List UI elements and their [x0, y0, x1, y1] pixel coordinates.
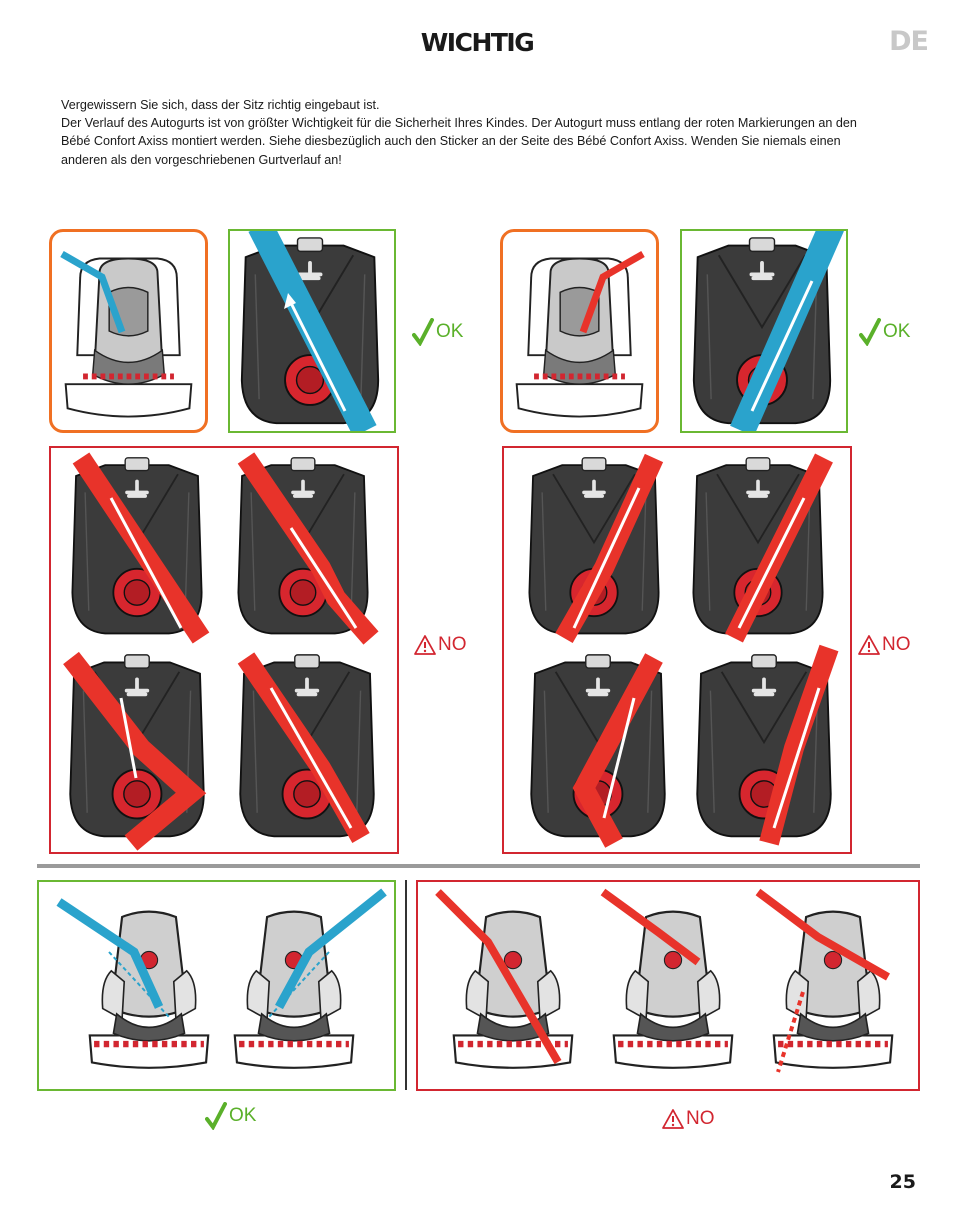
- wrong-variant-1: [70, 452, 210, 644]
- checkmark-icon: [859, 318, 881, 346]
- wrong-variant-4: [237, 652, 376, 843]
- wrong-toddler-drawings: [435, 888, 918, 1073]
- no-verdict-right: NO: [858, 634, 911, 656]
- language-tag: DE: [889, 26, 929, 57]
- installed-seat-illustration-right: [500, 229, 659, 433]
- intro-line-1: Vergewissern Sie sich, dass der Sitz ric…: [61, 98, 380, 112]
- ok-label: OK: [883, 321, 911, 342]
- wrong-belt-drawings-right: [527, 453, 839, 848]
- correct-belt-illustration-right: [680, 229, 848, 433]
- checkmark-icon: [412, 318, 434, 346]
- ok-label: OK: [436, 321, 464, 342]
- no-label: NO: [438, 634, 467, 655]
- no-label: NO: [686, 1108, 715, 1129]
- ok-label: OK: [229, 1105, 257, 1126]
- no-verdict-bottom: NO: [662, 1108, 715, 1130]
- warning-triangle-icon: [662, 1109, 684, 1129]
- ok-verdict-bottom: OK: [205, 1102, 256, 1130]
- correct-toddler-panel: [37, 880, 396, 1091]
- wrong-variant-8: [695, 644, 839, 846]
- no-label: NO: [882, 634, 911, 655]
- wrong-variant-6: [691, 453, 833, 643]
- bottom-separator: [405, 880, 407, 1090]
- wrong-variant-5: [527, 453, 664, 643]
- wrong-variant-7: [529, 653, 667, 848]
- warning-triangle-icon: [858, 635, 880, 655]
- page-number: 25: [889, 1171, 916, 1193]
- checkmark-icon: [205, 1102, 227, 1130]
- ok-verdict-left: OK: [412, 318, 463, 346]
- wrong-belt-panel-right: [502, 446, 852, 854]
- intro-text: Vergewissern Sie sich, dass der Sitz ric…: [61, 96, 871, 169]
- correct-belt-drawing: [239, 231, 381, 431]
- ok-verdict-right: OK: [859, 318, 910, 346]
- correct-toddler-drawings: [56, 888, 387, 1089]
- correct-belt-drawing-right: [691, 231, 844, 431]
- installed-seat-drawing: [60, 250, 205, 430]
- no-verdict-left: NO: [414, 634, 467, 656]
- installed-seat-drawing-right: [503, 250, 656, 430]
- wrong-variant-2: [236, 452, 379, 645]
- warning-triangle-icon: [414, 635, 436, 655]
- page-title: WICHTIG: [420, 28, 535, 57]
- correct-belt-illustration-left: [228, 229, 396, 433]
- wrong-belt-panel-left: [49, 446, 399, 854]
- installed-seat-illustration-left: [49, 229, 208, 433]
- section-divider: [37, 864, 920, 868]
- wrong-belt-drawings-left: [63, 452, 379, 851]
- intro-line-2: Der Verlauf des Autogurts ist von größte…: [61, 116, 857, 167]
- wrong-variant-3: [63, 651, 207, 851]
- wrong-toddler-panel: [416, 880, 920, 1091]
